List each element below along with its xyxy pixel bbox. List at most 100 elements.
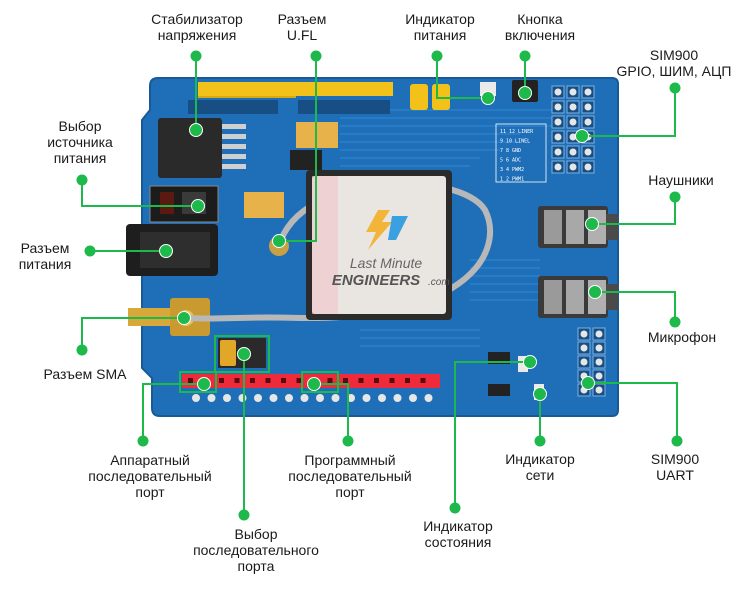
uart-pin-hole	[580, 330, 588, 338]
status-led-target-dot	[523, 355, 537, 369]
headphone-jack	[538, 206, 618, 248]
power-jack-target-dot	[159, 244, 173, 258]
label-power-jack: Разъем питания	[18, 240, 72, 272]
power-led-target-dot	[481, 91, 495, 105]
header-hole	[223, 394, 231, 402]
serial-select-highlight	[214, 335, 270, 373]
header-j21-j22-holes	[188, 378, 433, 402]
header-hole	[285, 394, 293, 402]
status-led-line	[454, 361, 530, 508]
power-source-switch	[149, 185, 219, 223]
sim900-uart-line	[588, 382, 678, 441]
power-source-select-target-dot	[191, 199, 205, 213]
gpio-table-row: 9 10 LINEL	[500, 139, 530, 145]
header-pin	[358, 378, 364, 383]
serial-select-label-dot	[238, 509, 250, 521]
header-hole	[409, 394, 417, 402]
header-pin	[374, 378, 379, 383]
header-hole	[331, 394, 340, 402]
gpio-pin-hole	[554, 148, 562, 156]
label-sma-connector: Разъем SMA	[43, 366, 127, 382]
sma-connector-line	[81, 317, 184, 350]
uart-pin-hole	[595, 344, 603, 352]
label-microphone: Микрофон	[647, 329, 717, 345]
software-serial-highlight	[301, 371, 339, 393]
ufl-connector-label-dot	[310, 50, 322, 62]
power-led-line	[436, 56, 488, 99]
sim900-gpio-line	[582, 88, 676, 137]
header-hole	[254, 394, 262, 402]
uart-pin-hole	[595, 358, 603, 366]
header-j13-1-holes	[188, 100, 278, 114]
header-hole	[362, 394, 371, 402]
sma-connector-label-dot	[76, 344, 88, 356]
watermark-line2: ENGINEERS	[332, 272, 420, 289]
label-network-led: Индикатор сети	[505, 451, 575, 483]
sim900-uart-target-dot	[581, 376, 595, 390]
header-pin	[389, 378, 395, 383]
sim900-uart-label-dot	[671, 435, 683, 447]
voltage-regulator-target-dot	[189, 123, 203, 137]
hardware-serial-label-dot	[137, 435, 149, 447]
sim900-gpio-label-dot	[669, 82, 681, 94]
label-sim900-uart: SIM900 UART	[650, 451, 700, 483]
label-power-button: Кнопка включения	[504, 11, 576, 43]
header-j14	[295, 82, 393, 96]
uart-pin-hole	[595, 330, 603, 338]
header-pin	[250, 378, 255, 383]
gpio-pin-hole	[569, 163, 577, 171]
gpio-table-border	[495, 123, 547, 183]
watermark-line1: Last Minute	[350, 255, 423, 271]
power-button-target-dot	[518, 86, 532, 100]
gpio-pin-hole	[584, 118, 592, 126]
gpio-pin-hole	[569, 88, 577, 96]
gpio-pin-hole	[554, 133, 562, 141]
header-hole	[207, 394, 216, 402]
header-pin	[420, 378, 426, 383]
header-pin	[327, 378, 333, 383]
sma-connector-target-dot	[177, 311, 191, 325]
header-j14-1-holes	[298, 100, 390, 114]
label-headphones: Наушники	[648, 172, 714, 188]
header-pin	[281, 378, 286, 383]
microphone-jack	[538, 276, 618, 318]
header-pin	[343, 378, 348, 383]
gpio-pin-hole	[554, 88, 562, 96]
netlight-led-body	[518, 356, 528, 372]
label-serial-select: Выбор последовательного порта	[193, 526, 319, 574]
header-hole	[269, 394, 278, 402]
label-software-serial: Программный последовательный порт	[288, 452, 412, 500]
uart-pin-hole	[580, 344, 588, 352]
ufl-connector-target-dot	[272, 234, 286, 248]
label-voltage-regulator: Стабилизатор напряжения	[151, 11, 243, 43]
network-led-target-dot	[533, 387, 547, 401]
header-pin	[405, 378, 410, 383]
capacitor-c3	[244, 192, 284, 218]
gpio-pin-hole	[584, 163, 592, 171]
gpio-pin-hole	[569, 133, 577, 141]
network-led-label-dot	[534, 435, 546, 447]
gpio-pin-hole	[584, 103, 592, 111]
voltage-regulator-label-dot	[190, 50, 202, 62]
serial-select-target-dot	[237, 347, 251, 361]
status-led-label-dot	[449, 502, 461, 514]
label-sim900-gpio: SIM900 GPIO, ШИМ, АЦП	[616, 47, 732, 79]
voltage-regulator-chip	[158, 118, 246, 178]
header-hole	[300, 394, 309, 402]
headphones-label-dot	[669, 191, 681, 203]
transistor-q2	[488, 384, 510, 396]
header-hole	[424, 394, 433, 402]
uart-pin-hole	[595, 372, 603, 380]
uart-pin-hole	[580, 358, 588, 366]
diode-d2	[290, 150, 322, 170]
header-hole	[393, 394, 402, 402]
watermark-suffix: .com	[428, 277, 450, 288]
uart-pin-hole	[595, 386, 603, 394]
microphone-target-dot	[588, 285, 602, 299]
header-pin	[265, 378, 271, 383]
sim900-module	[306, 170, 452, 320]
software-serial-target-dot	[307, 377, 321, 391]
